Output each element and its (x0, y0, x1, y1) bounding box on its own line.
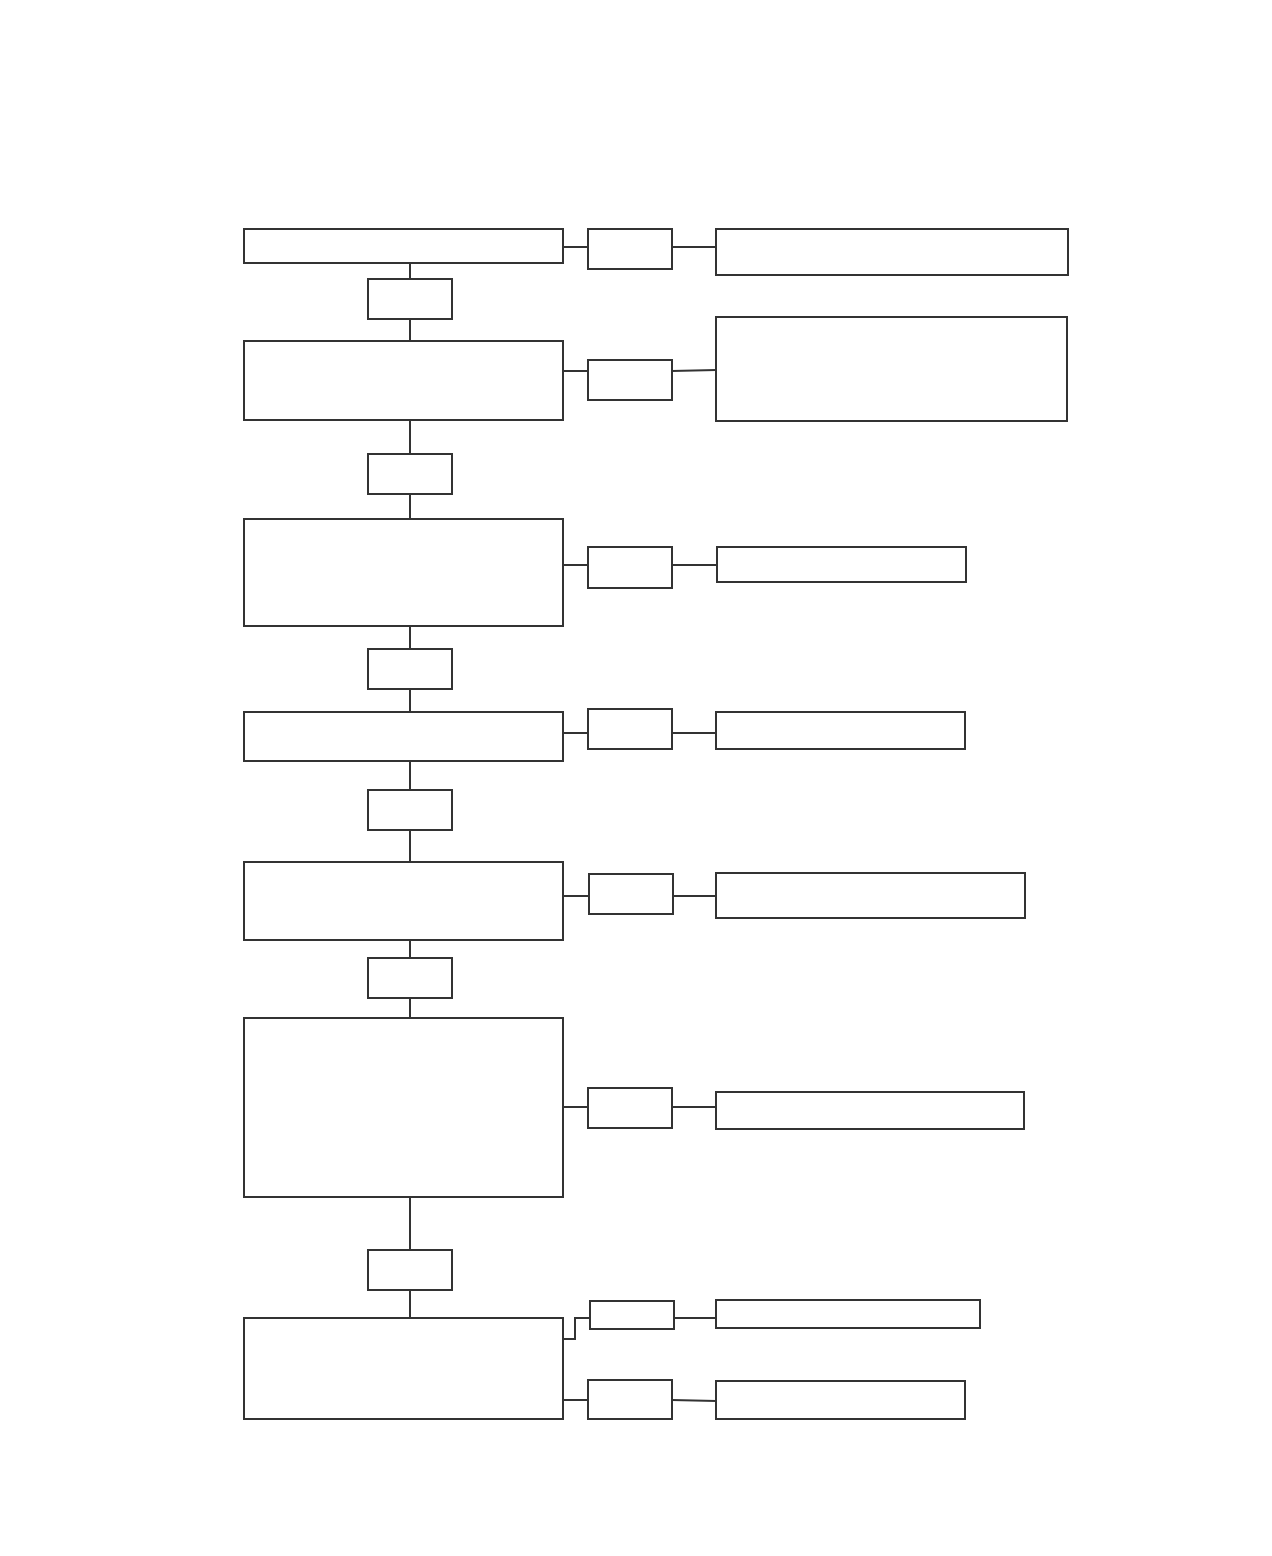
main-step-box (243, 1017, 564, 1198)
transition-box (367, 1249, 453, 1291)
side-detail-box (715, 316, 1068, 422)
side-label-box (589, 1300, 675, 1330)
side-label-boxes (587, 228, 675, 1420)
main-step-box (243, 861, 564, 941)
side-detail-box (715, 1380, 966, 1420)
side-label-box (587, 708, 673, 750)
side-detail-box (715, 711, 966, 750)
side-connector-8b (671, 1399, 717, 1402)
side-detail-box (715, 1091, 1025, 1130)
side-label-box (588, 873, 674, 915)
main-step-box (243, 1317, 564, 1420)
transition-box (367, 789, 453, 831)
transition-box (367, 648, 453, 690)
transition-box (367, 278, 453, 320)
main-step-box (243, 518, 564, 627)
transition-boxes (367, 278, 453, 1291)
transition-box (367, 957, 453, 999)
side-connectors (563, 246, 717, 1402)
side-label-box (587, 359, 673, 401)
side-detail-box (716, 546, 967, 583)
side-label-box (587, 546, 673, 589)
side-label-box (587, 1087, 673, 1129)
main-step-box (243, 711, 564, 762)
side-label-box (587, 228, 673, 270)
main-step-box (243, 340, 564, 421)
side-detail-box (715, 872, 1026, 919)
side-connector-7a (563, 1317, 590, 1340)
side-detail-boxes (715, 228, 1069, 1420)
side-connector-2b (671, 369, 717, 372)
side-detail-box (715, 1299, 981, 1329)
transition-box (367, 453, 453, 495)
main-step-box (243, 228, 564, 264)
main-steps (243, 228, 564, 1420)
side-detail-box (715, 228, 1069, 276)
side-label-box (587, 1379, 673, 1420)
